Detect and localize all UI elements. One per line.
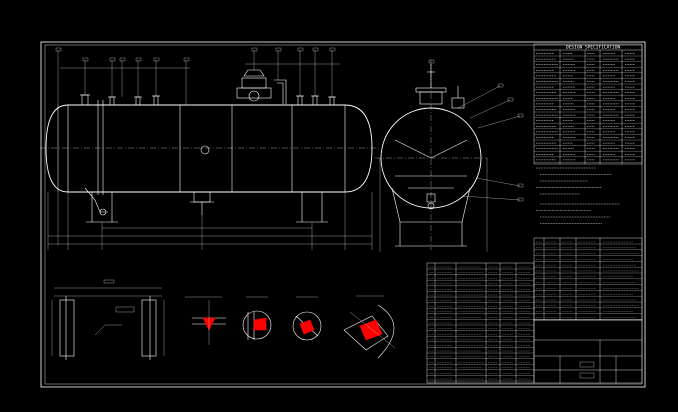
parts-list-rows xyxy=(427,266,534,382)
detail-c xyxy=(292,296,322,341)
main-elevation-view xyxy=(40,47,380,250)
end-view xyxy=(375,59,524,252)
spec-table-rows xyxy=(534,55,642,163)
inner-frame xyxy=(44,44,643,385)
detail-a xyxy=(185,296,226,345)
outer-frame xyxy=(40,41,646,388)
spec-table xyxy=(533,43,643,165)
spec-table-title: DESIGN SPECIFICATION xyxy=(566,45,620,51)
saddle-detail xyxy=(51,279,165,360)
nozzle-table-rows xyxy=(534,241,642,320)
detail-b xyxy=(242,296,272,340)
detail-d xyxy=(343,295,396,359)
title-block xyxy=(533,319,643,384)
spec-table-text-marks xyxy=(536,53,635,161)
technical-notes xyxy=(536,167,620,224)
parts-list xyxy=(426,262,535,384)
